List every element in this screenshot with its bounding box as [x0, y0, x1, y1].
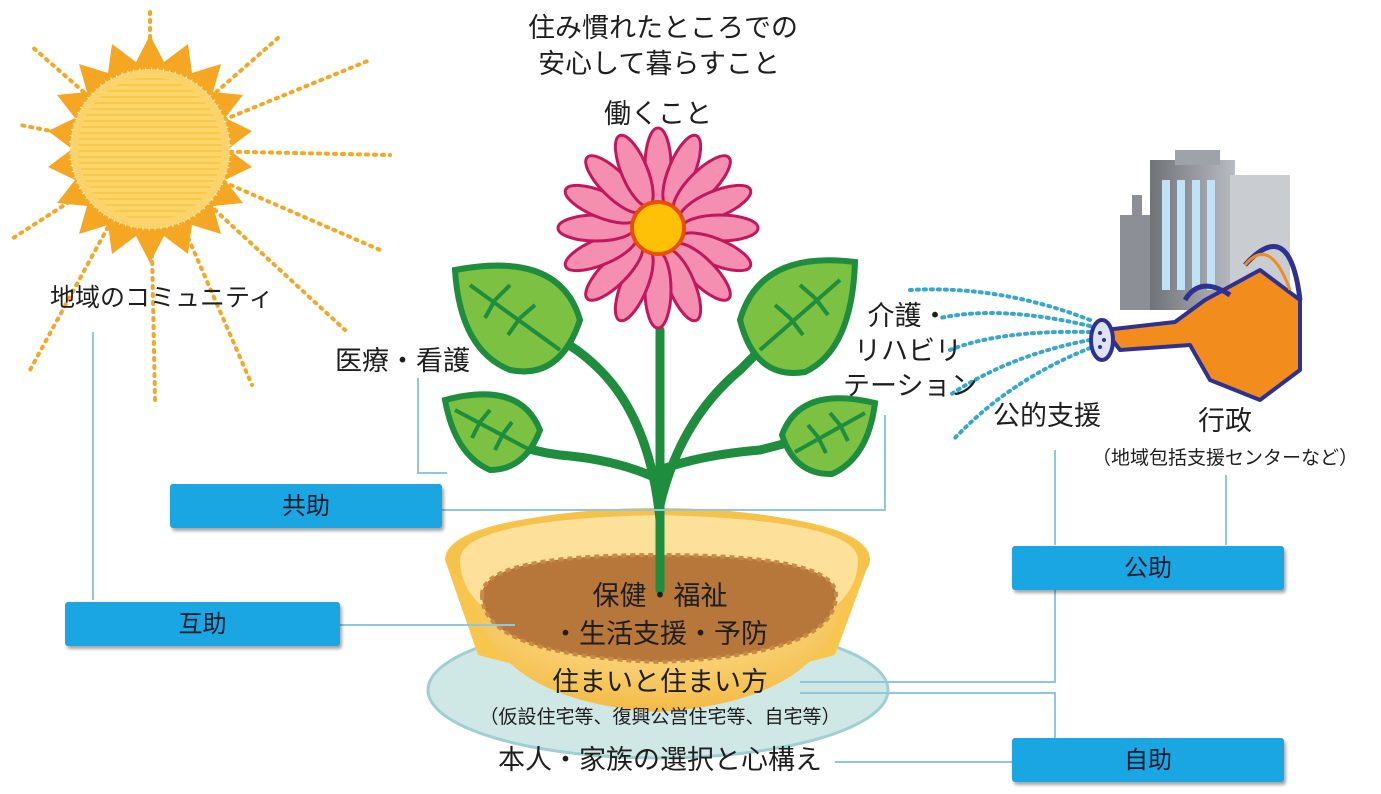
connector-medical-h	[417, 472, 447, 474]
connector-jijo-v	[1054, 692, 1056, 762]
housing-label: 住まいと住まい方	[552, 667, 768, 698]
tag-kyojo: 共助	[170, 484, 442, 528]
housing-note: （仮設住宅等、復興公営住宅等、自宅等）	[479, 706, 841, 728]
tag-gojo: 互助	[65, 602, 340, 646]
base-label: 本人・家族の選択と心構え	[498, 745, 822, 776]
care-line1: 介護・	[867, 301, 949, 332]
connector-kyojo-h	[442, 509, 886, 511]
connector-medical	[417, 378, 419, 473]
flower-icon	[556, 126, 760, 330]
connector-jijo-h1	[800, 692, 1056, 694]
government-label: 行政	[1198, 406, 1252, 437]
community-label: 地域のコミュニティ	[50, 283, 274, 312]
connector-jijo-h2	[835, 761, 1015, 763]
work-label: 働くこと	[604, 99, 712, 130]
leaf-icon	[778, 395, 879, 478]
care-line2: リハビリ	[854, 336, 962, 367]
soil-line1: 保健・福祉	[592, 581, 728, 612]
connector-gov	[1225, 475, 1227, 545]
government-note: （地域包括支援センターなど）	[1091, 447, 1358, 469]
water-spray	[908, 287, 1092, 440]
goal-line1: 住み慣れたところでの	[528, 13, 798, 44]
care-line3: テーション	[843, 371, 978, 402]
connector-gojo-h	[340, 624, 515, 626]
tag-kojo: 公助	[1012, 546, 1284, 590]
public-support-label: 公的支援	[993, 401, 1101, 432]
tag-jijo: 自助	[1012, 738, 1284, 782]
soil-line2: ・生活支援・予防	[552, 619, 768, 650]
sun-icon	[48, 35, 252, 263]
medical-label: 医療・看護	[335, 346, 470, 377]
connector-community	[92, 332, 94, 600]
watering-can-icon	[1089, 244, 1303, 402]
connector-kojo-h	[800, 681, 1056, 683]
connector-care	[884, 415, 886, 510]
connector-kojo-v	[1054, 590, 1056, 682]
connector-public	[1054, 450, 1056, 545]
goal-line2: 安心して暮らすこと	[538, 49, 780, 80]
